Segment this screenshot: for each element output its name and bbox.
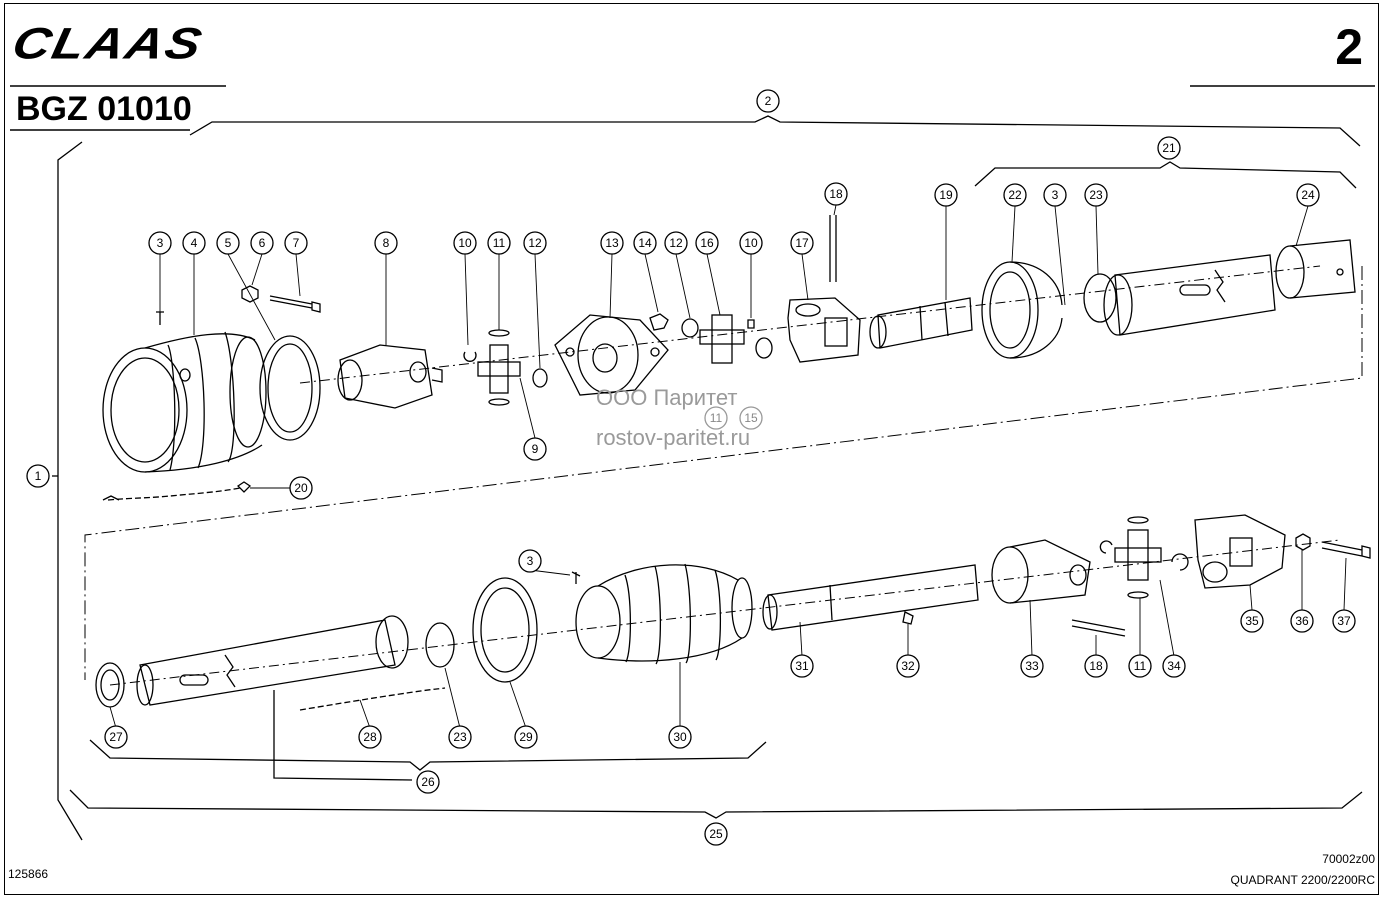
- callout-bottom-11: 35: [1245, 614, 1259, 628]
- callout-bottom-14: 28: [363, 730, 377, 744]
- callout-top-11: 14: [638, 236, 652, 250]
- callout-bottom-13: 37: [1337, 614, 1351, 628]
- bracket-1: [57, 141, 83, 841]
- callout-circles: [26, 89, 1356, 846]
- watermark-url: rostov-paritet.ru: [596, 425, 751, 450]
- callout-group-2: 21: [1162, 141, 1176, 155]
- callout-top-21: 3: [1052, 188, 1059, 202]
- bracket-26: [89, 739, 767, 771]
- part-yoke-33: [991, 539, 1091, 604]
- callout-group-5: 25: [709, 827, 723, 841]
- reference-code: 70002z00: [1322, 852, 1375, 866]
- watermark-company: ООО Паритет: [596, 385, 738, 410]
- callout-top-3: 6: [259, 236, 266, 250]
- part-cross-kit-c: [1099, 516, 1189, 599]
- part-bellows-30: [575, 563, 753, 665]
- part-tube-19: [869, 297, 973, 349]
- callout-top-19: 19: [939, 188, 953, 202]
- callout-top-6: 10: [458, 236, 472, 250]
- callout-top-5: 8: [383, 236, 390, 250]
- part-cap-24: [1275, 239, 1356, 299]
- callout-top-7: 11: [493, 236, 506, 250]
- bracket-21: [974, 161, 1357, 189]
- part-yoke-8: [337, 344, 443, 409]
- part-nut-6: [241, 285, 259, 303]
- callout-top-9: 9: [532, 442, 539, 456]
- callout-top-13: 16: [700, 236, 714, 250]
- callout-top-15: 11: [710, 411, 723, 425]
- part-cross-kit-b: [681, 314, 773, 364]
- part-pin-18: [829, 215, 837, 282]
- part-cross-kit-a: [463, 329, 548, 406]
- part-pin-18b: [1071, 619, 1126, 637]
- part-bolt-37: [1321, 541, 1371, 559]
- callout-bottom-12: 36: [1295, 614, 1309, 628]
- callout-bottom-1: 27: [109, 730, 123, 744]
- page-number: 2: [1335, 19, 1363, 75]
- callout-group-1: 2: [765, 94, 772, 108]
- callout-bottom-9: 11: [1134, 659, 1147, 673]
- callout-bottom-10: 34: [1167, 659, 1181, 673]
- group-code: BGZ 01010: [16, 90, 192, 128]
- part-guard-cone: [102, 331, 267, 473]
- callout-top-23: 24: [1301, 188, 1315, 202]
- callout-top-12: 12: [669, 236, 683, 250]
- callout-bottom-3: 29: [519, 730, 533, 744]
- part-screw-3b: [571, 571, 581, 584]
- part-clamp-23b: [425, 622, 455, 668]
- part-bell-22: [981, 261, 1063, 359]
- part-outer-tube: [136, 615, 409, 706]
- part-yoke-17: [787, 297, 861, 363]
- callout-top-22: 23: [1089, 188, 1103, 202]
- drawing-id: 125866: [8, 867, 49, 881]
- part-inner-shaft-31: [762, 564, 979, 631]
- callout-bottom-2: 23: [453, 730, 467, 744]
- part-clamp-23: [1083, 273, 1117, 323]
- callout-bottom-0: 3: [527, 554, 534, 568]
- part-grease-14: [649, 313, 669, 331]
- callout-bottom-6: 32: [901, 659, 915, 673]
- callout-top-8: 12: [528, 236, 542, 250]
- part-tube-24: [1103, 254, 1276, 336]
- part-nut-36: [1295, 533, 1311, 551]
- callout-numbers: 3 4 5 6 7 8 10 11 12 9 13 14 12 16 10 11…: [35, 94, 1351, 841]
- part-bell-29: [472, 577, 538, 683]
- callout-group-4: 26: [421, 775, 435, 789]
- callout-top-2: 5: [225, 236, 232, 250]
- centerline-bottom: [109, 539, 1341, 686]
- part-screw-3a: [156, 311, 164, 325]
- callout-group-0: 1: [35, 469, 42, 483]
- callout-bottom-8: 18: [1089, 659, 1103, 673]
- part-yoke-35: [1194, 514, 1286, 589]
- callout-top-20: 22: [1008, 188, 1022, 202]
- bracket-25: [69, 789, 1363, 819]
- callout-top-17: 17: [795, 236, 809, 250]
- callout-top-14: 10: [744, 236, 758, 250]
- centerline-top: [299, 265, 1321, 384]
- callout-top-1: 4: [191, 236, 198, 250]
- callout-bottom-7: 33: [1025, 659, 1039, 673]
- callout-bottom-4: 30: [673, 730, 687, 744]
- callout-top-16: 15: [744, 411, 758, 425]
- part-ring: [259, 335, 321, 441]
- centerline-fold: [84, 266, 1363, 680]
- bracket-2: [189, 115, 1361, 147]
- part-bolt-7: [269, 295, 321, 313]
- model-name: QUADRANT 2200/2200RC: [1230, 873, 1375, 887]
- callout-top-18: 18: [829, 187, 843, 201]
- part-chain-28: [299, 687, 446, 711]
- callout-top-4: 7: [293, 236, 300, 250]
- part-flange-13: [554, 314, 669, 396]
- callout-group-3: 20: [294, 481, 308, 495]
- callout-top-0: 3: [157, 236, 164, 250]
- part-chain-20: [107, 487, 241, 501]
- leader-lines: [109, 204, 1347, 729]
- callout-bottom-5: 31: [795, 659, 809, 673]
- callout-top-10: 13: [605, 236, 619, 250]
- bracket-26-inner: [273, 690, 413, 781]
- part-32: [902, 611, 914, 625]
- drawing-frame: [4, 3, 1379, 895]
